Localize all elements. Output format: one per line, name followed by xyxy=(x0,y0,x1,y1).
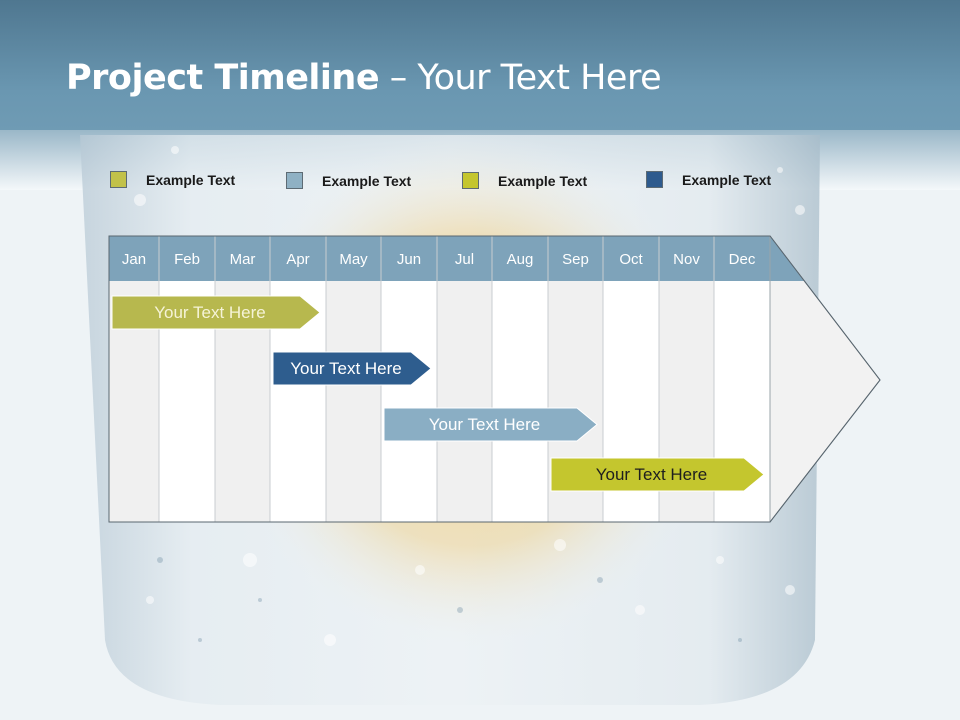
legend-swatch xyxy=(646,171,663,188)
month-label: Aug xyxy=(507,251,534,268)
month-header-band xyxy=(109,236,804,281)
legend-label: Example Text xyxy=(498,173,588,189)
page-title: Project Timeline – Your Text Here xyxy=(66,58,662,98)
title-rest: – Your Text Here xyxy=(379,58,662,98)
legend-swatch xyxy=(286,172,303,189)
task-label: Your Text Here xyxy=(429,415,541,434)
month-column xyxy=(381,281,437,522)
task-label: Your Text Here xyxy=(596,465,708,484)
task-label: Your Text Here xyxy=(154,303,266,322)
task-bar xyxy=(383,407,598,442)
legend-label: Example Text xyxy=(322,173,412,189)
month-label: Jan xyxy=(122,251,146,268)
timeline-arrow-outline xyxy=(108,235,881,523)
legend-label: Example Text xyxy=(682,172,772,188)
month-label: Sep xyxy=(562,251,589,268)
month-label: Jun xyxy=(397,251,421,268)
legend-swatch xyxy=(110,171,127,188)
month-label: Nov xyxy=(673,251,700,268)
task-label: Your Text Here xyxy=(290,359,402,378)
month-label: May xyxy=(339,251,368,268)
task-bar xyxy=(272,351,432,386)
title-bold: Project Timeline xyxy=(66,58,380,98)
month-label: Dec xyxy=(729,251,756,268)
month-column xyxy=(492,281,548,522)
month-label: Oct xyxy=(619,251,643,268)
legend-label: Example Text xyxy=(146,172,236,188)
month-label: Feb xyxy=(174,251,200,268)
month-column xyxy=(326,281,381,522)
task-bar xyxy=(111,295,321,330)
task-bar xyxy=(550,457,765,492)
month-label: Apr xyxy=(286,251,309,268)
legend-swatch xyxy=(462,172,479,189)
month-label: Jul xyxy=(455,251,474,268)
month-label: Mar xyxy=(230,251,256,268)
month-column xyxy=(437,281,492,522)
